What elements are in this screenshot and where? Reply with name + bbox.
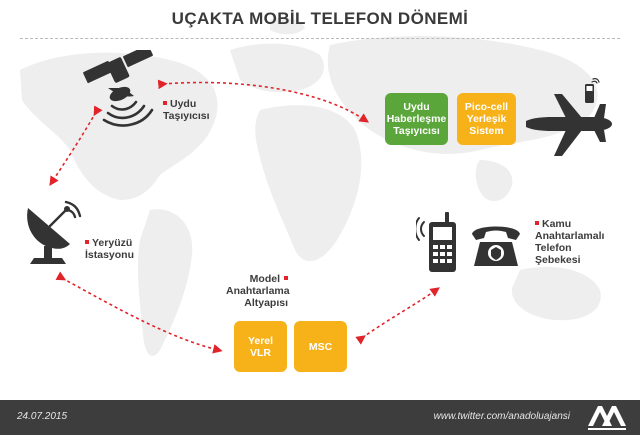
anadolu-agency-logo-icon: [588, 406, 626, 430]
box-satellite-comms-carrier: Uydu Haberleşme Taşıyıcısı: [385, 93, 448, 145]
airplane-icon: [526, 94, 612, 156]
footer-bar: 24.07.2015 www.twitter.com/anadoluajansi: [0, 400, 640, 435]
arrow-satellite-to-ground: [49, 105, 103, 187]
satellite-dish-icon: [27, 200, 82, 264]
satellite-icon: [83, 50, 154, 127]
arrow-msc-to-phone: [355, 287, 440, 345]
label-ground-station: Yeryüzü İstasyonu: [85, 237, 135, 261]
box-msc: MSC: [294, 321, 347, 372]
arrow-satellite-to-airplane: [157, 79, 369, 123]
footer-twitter-link[interactable]: www.twitter.com/anadoluajansi: [433, 411, 570, 422]
footer-date: 24.07.2015: [17, 411, 68, 422]
arrow-ground-to-vlr: [55, 271, 223, 354]
box-local-vlr: Yerel VLR: [234, 321, 287, 372]
label-switching-infrastructure: Model Anahtarlama Altyapısı: [226, 273, 290, 309]
desk-telephone-icon: [472, 226, 520, 266]
mobile-phone-icon: [416, 212, 456, 272]
label-satellite-carrier: Uydu Taşıyıcısı: [163, 98, 210, 122]
page-title: UÇAKTA MOBİL TELEFON DÖNEMİ: [171, 9, 469, 28]
connection-arrows: [49, 79, 440, 354]
label-public-switched-network: Kamu Anahtarlamalı Telefon Şebekesi: [535, 218, 605, 266]
title-divider: [20, 38, 620, 39]
box-picocell-system: Pico-cell Yerleşik Sistem: [457, 93, 516, 145]
mobile-phone-small-icon: [585, 78, 600, 103]
